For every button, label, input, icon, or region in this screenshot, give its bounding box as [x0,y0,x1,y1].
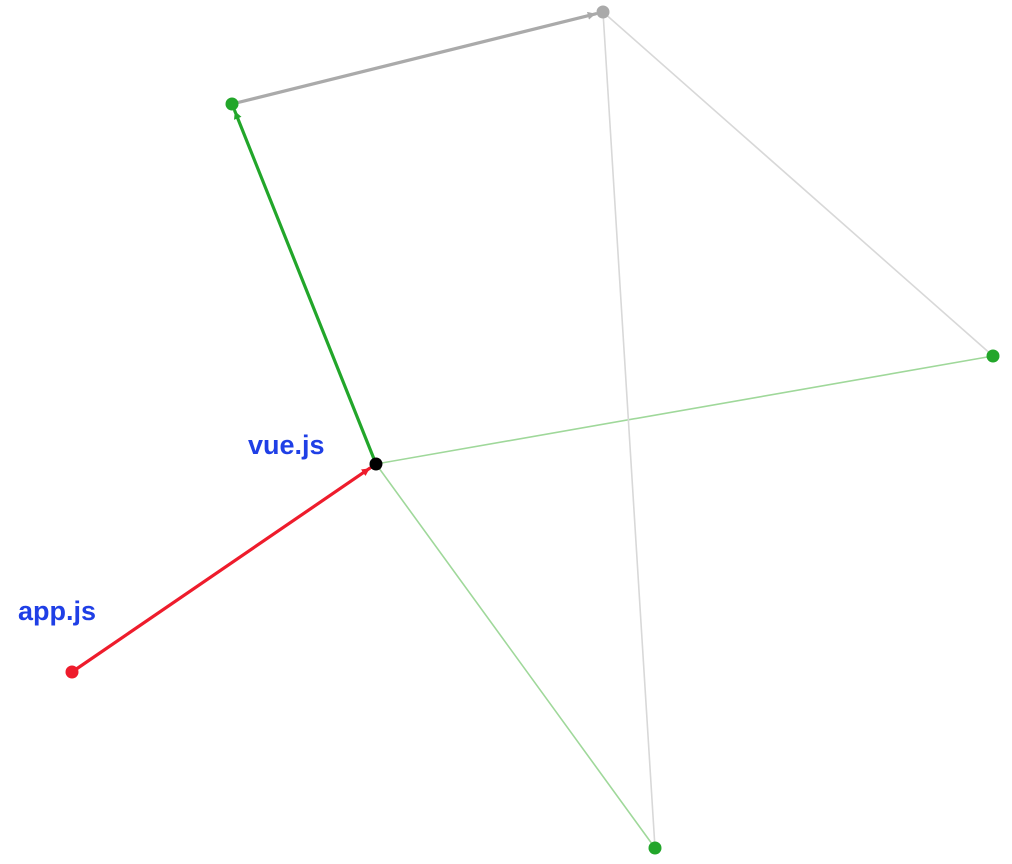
node-n_bottom[interactable] [648,841,662,855]
edge-app-to-vue [70,466,372,674]
edge-vue-to-n_bottom [375,463,656,849]
nodes-layer [65,5,1000,855]
edge-vue-to-n_top_left [233,109,378,466]
node-vue[interactable] [369,457,383,471]
edge-n_top_left-to-n_top [230,11,598,106]
edge-vue-to-n_right [375,355,994,465]
node-n_right[interactable] [986,349,1000,363]
labels-layer: app.js vue.js [18,430,325,626]
edges-layer [70,11,994,849]
node-n_top_left[interactable] [225,97,239,111]
node-label-vue: vue.js [248,430,325,460]
edge-n_top-to-n_right [602,11,994,357]
node-app[interactable] [65,665,79,679]
edge-n_top-to-n_bottom [602,11,656,849]
node-label-app: app.js [18,596,96,626]
node-n_top[interactable] [596,5,610,19]
